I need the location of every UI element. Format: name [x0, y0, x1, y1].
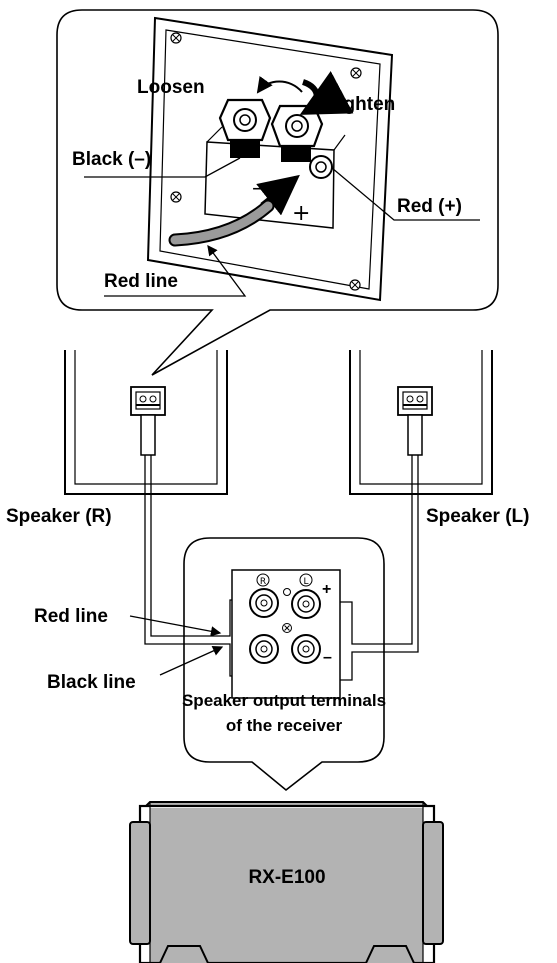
black-binding-post — [218, 98, 272, 158]
terminal-plate: – + — [146, 16, 394, 302]
black-terminal-label: Black (–) — [72, 149, 151, 170]
r-channel-icon: R — [256, 573, 270, 587]
l-minus-terminal — [291, 634, 321, 664]
red-binding-post — [270, 104, 333, 179]
speaker-terminal-icon — [130, 386, 166, 456]
screw-icon — [170, 191, 182, 203]
minus-mark: – — [252, 176, 263, 201]
speaker-left — [349, 350, 493, 495]
red-terminal-label: Red (+) — [397, 196, 462, 217]
terminal-caption-line1: Speaker output terminals — [182, 691, 386, 710]
r-minus-terminal — [249, 634, 279, 664]
svg-text:L: L — [303, 577, 308, 587]
loosen-label: Loosen — [137, 77, 205, 98]
tighten-arrow-icon — [299, 71, 354, 115]
red-line-label: Red line — [104, 271, 178, 292]
loosen-arrow-icon — [256, 75, 303, 94]
plus-mark: + — [292, 201, 310, 226]
black-line-label: Black line — [47, 672, 136, 693]
red-line-label: Red line — [34, 606, 108, 627]
speaker-right — [64, 350, 228, 495]
l-plus-terminal — [291, 589, 321, 619]
svg-text:R: R — [260, 577, 266, 587]
screw-icon — [350, 67, 362, 79]
tighten-label: Tighten — [327, 94, 395, 115]
terminal-panel — [231, 569, 341, 699]
speaker-left-label: Speaker (L) — [426, 506, 529, 527]
terminal-callout: – + Loosen Tighten Black (–) — [56, 9, 499, 376]
receiver-model-label: RX-E100 — [248, 867, 325, 888]
screw-icon — [349, 279, 361, 291]
speaker-right-label: Speaker (R) — [6, 506, 112, 527]
screw-icon — [170, 32, 182, 44]
l-channel-icon: L — [299, 573, 313, 587]
receiver-unit: RX-E100 — [129, 801, 444, 963]
terminal-caption-line2: of the receiver — [226, 716, 343, 735]
plus-terminal-mark: + — [322, 581, 331, 598]
receiver-left-handle — [129, 821, 151, 945]
speaker-terminal-icon — [397, 386, 433, 456]
minus-terminal-mark: – — [323, 649, 332, 666]
receiver-right-handle — [422, 821, 444, 945]
receiver-terminal-callout: R L + – — [182, 537, 386, 792]
r-plus-terminal — [249, 588, 279, 618]
screw-icon — [282, 623, 292, 633]
